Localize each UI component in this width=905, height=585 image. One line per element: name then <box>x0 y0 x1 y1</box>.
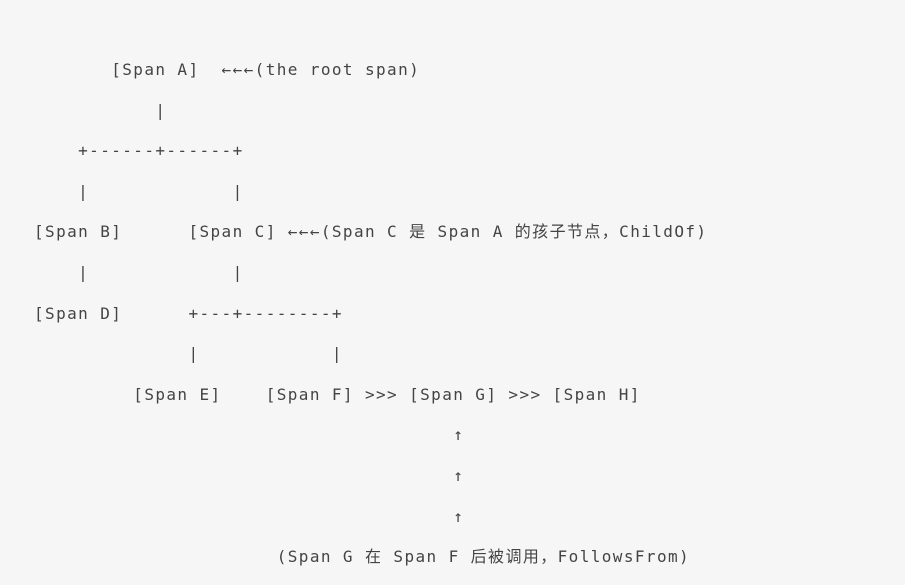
diagram-line-follows-from-arrow-1: ↑ <box>34 425 465 445</box>
diagram-line-follows-from-annotation: (Span G 在 Span F 后被调用，FollowsFrom) <box>34 547 691 567</box>
diagram-line-branch-stems-ef: | | <box>34 344 343 364</box>
diagram-line-follows-from-arrow-2: ↑ <box>34 465 465 485</box>
ascii-span-tree-diagram: [Span A] ←←←(the root span) | +------+--… <box>0 13 905 580</box>
diagram-line-branch-stems-bc: | | <box>34 181 244 201</box>
diagram-line-branch-stems-dc: | | <box>34 262 244 282</box>
diagram-line-root-span: [Span A] ←←←(the root span) <box>34 60 421 79</box>
diagram-line-spans-e-f-g-h: [Span E] [Span F] >>> [Span G] >>> [Span… <box>34 384 641 404</box>
diagram-line-span-d-branch: [Span D] +---+--------+ <box>34 303 343 323</box>
diagram-line-follows-from-arrow-3: ↑ <box>34 506 465 526</box>
diagram-line-root-connector: | <box>34 100 167 120</box>
diagram-line-root-branch: +------+------+ <box>34 141 244 161</box>
diagram-line-span-b-span-c: [Span B] [Span C] ←←←(Span C 是 Span A 的孩… <box>34 222 708 242</box>
